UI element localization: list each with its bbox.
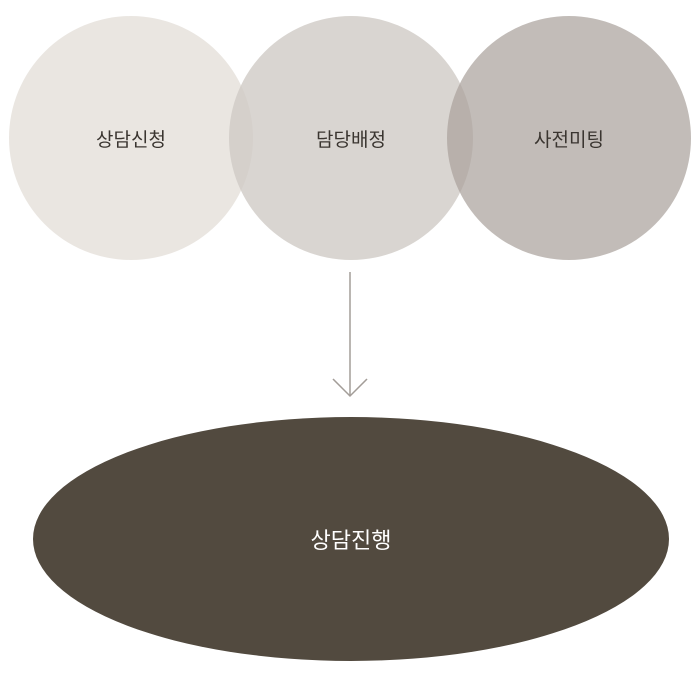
step-circle-pre-meeting: 사전미팅 [447, 16, 691, 260]
step-label: 담당배정 [316, 128, 386, 151]
down-arrow-icon [332, 272, 368, 398]
step-circle-manager-assignment: 담당배정 [229, 16, 473, 260]
step-circle-consultation-request: 상담신청 [9, 16, 253, 260]
result-label: 상담진행 [310, 529, 392, 554]
result-ellipse-consultation-progress: 상담진행 [33, 417, 669, 661]
step-label: 사전미팅 [534, 128, 604, 151]
step-label: 상담신청 [96, 128, 166, 151]
